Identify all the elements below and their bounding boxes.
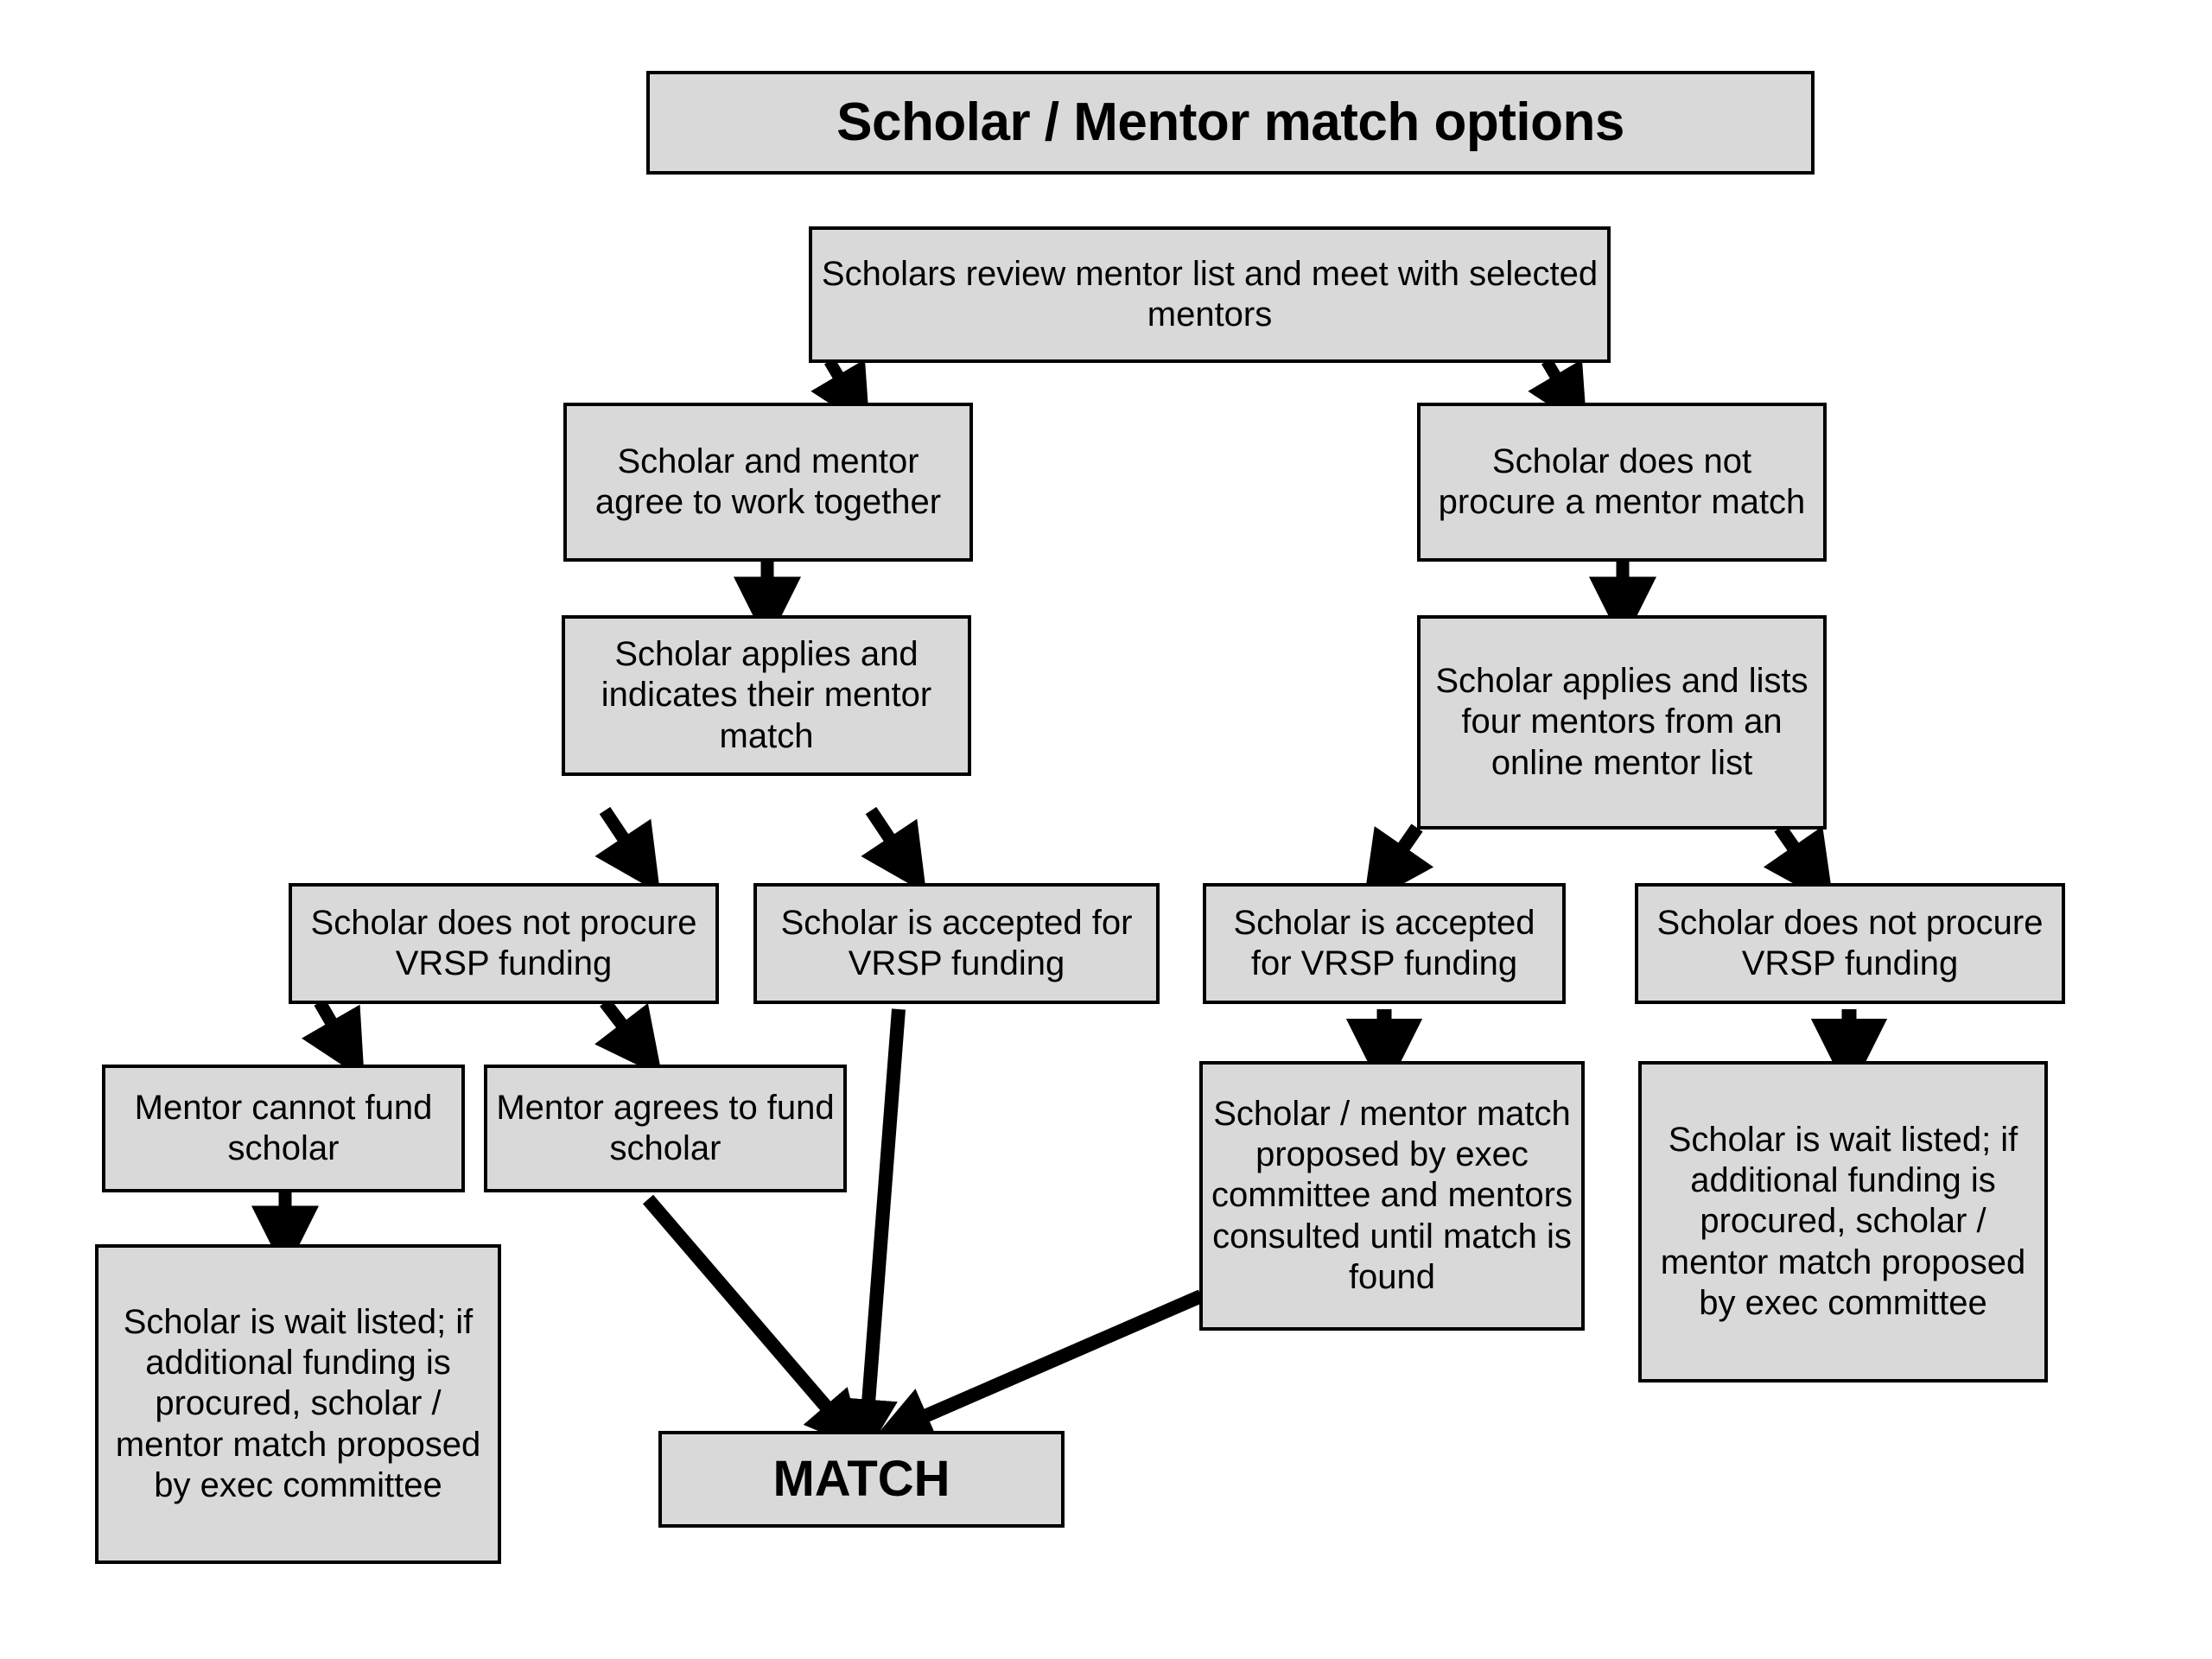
- node-mentor-agrees-to-fund: Mentor agrees to fund scholar: [484, 1065, 847, 1192]
- node-start: Scholars review mentor list and meet wit…: [809, 226, 1611, 363]
- node-scholar-mentor-agree: Scholar and mentor agree to work togethe…: [563, 403, 973, 562]
- node-scholar-applies-indicates: Scholar applies and indicates their ment…: [562, 615, 971, 776]
- node-scholar-no-mentor-match: Scholar does not procure a mentor match: [1417, 403, 1827, 562]
- edge-start-to-agree: [810, 358, 870, 429]
- edge-exec-proposed-to-match: [874, 1289, 1205, 1442]
- edge-applies-lists-to-accepted-right: [1363, 823, 1434, 906]
- node-mentor-cannot-fund: Mentor cannot fund scholar: [102, 1065, 465, 1192]
- edge-applies-indicates-to-accepted-left: [861, 806, 927, 894]
- node-match: MATCH: [658, 1431, 1065, 1528]
- edge-start-to-no-mentor: [1528, 358, 1587, 429]
- diagram-title: Scholar / Mentor match options: [646, 71, 1815, 175]
- edge-no-vrsp-left-to-mentor-agrees: [594, 998, 663, 1077]
- edge-no-vrsp-left-to-mentor-cannot: [301, 999, 365, 1080]
- edge-applies-lists-to-no-vrsp-right: [1763, 823, 1834, 906]
- edge-accepted-left-to-match: [839, 1008, 906, 1458]
- node-wait-listed-right: Scholar is wait listed; if additional fu…: [1638, 1061, 2048, 1382]
- node-accepted-vrsp-funding-left: Scholar is accepted for VRSP funding: [753, 883, 1160, 1004]
- node-no-vrsp-funding-right: Scholar does not procure VRSP funding: [1635, 883, 2065, 1004]
- node-scholar-applies-lists-four: Scholar applies and lists four mentors f…: [1417, 615, 1827, 830]
- node-accepted-vrsp-funding-right: Scholar is accepted for VRSP funding: [1203, 883, 1566, 1004]
- node-no-vrsp-funding-left: Scholar does not procure VRSP funding: [289, 883, 719, 1004]
- edge-applies-indicates-to-no-vrsp-left: [594, 806, 661, 894]
- node-wait-listed-left: Scholar is wait listed; if additional fu…: [95, 1244, 501, 1564]
- node-exec-committee-proposes-match: Scholar / mentor match proposed by exec …: [1199, 1061, 1585, 1331]
- edge-mentor-agrees-to-match: [642, 1194, 863, 1450]
